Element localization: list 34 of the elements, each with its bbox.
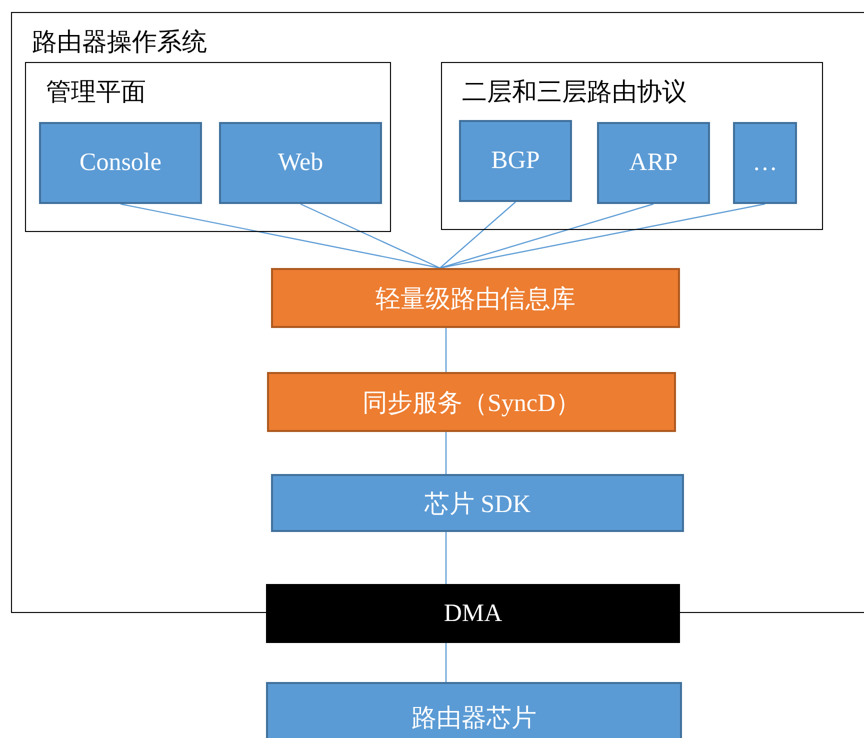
connector-line bbox=[445, 432, 447, 474]
box-label: 芯片 SDK bbox=[424, 490, 531, 520]
box-label: Console bbox=[80, 149, 162, 177]
process-box bbox=[459, 120, 572, 202]
process-box bbox=[271, 474, 684, 532]
group-heading: 路由器操作系统 bbox=[32, 28, 207, 58]
connector-line bbox=[445, 532, 447, 584]
connector-line bbox=[440, 203, 766, 269]
group-heading: 管理平面 bbox=[46, 78, 146, 108]
box-label: BGP bbox=[491, 147, 540, 175]
box-label: DMA bbox=[444, 600, 502, 628]
bus-box bbox=[266, 584, 680, 643]
box-label: … bbox=[752, 149, 778, 177]
connector-line bbox=[300, 203, 440, 269]
connector-line bbox=[440, 202, 516, 268]
group-heading: 二层和三层路由协议 bbox=[462, 78, 687, 108]
box-label: 轻量级路由信息库 bbox=[376, 284, 576, 314]
box-label: 同步服务（SyncD） bbox=[362, 388, 581, 418]
process-box bbox=[266, 682, 682, 738]
process-box bbox=[267, 372, 676, 432]
box-label: 路由器芯片 bbox=[412, 704, 536, 734]
group-box bbox=[25, 62, 391, 232]
process-box bbox=[733, 122, 797, 204]
process-box bbox=[271, 268, 680, 328]
box-label: ARP bbox=[629, 149, 678, 177]
process-box bbox=[219, 122, 382, 204]
process-box bbox=[597, 122, 710, 204]
group-box bbox=[441, 62, 823, 230]
connector-line bbox=[445, 328, 447, 372]
connector-line bbox=[440, 203, 654, 269]
connector-line bbox=[445, 643, 447, 682]
connector-line bbox=[120, 203, 440, 269]
box-label: Web bbox=[278, 149, 324, 177]
process-box bbox=[39, 122, 202, 204]
